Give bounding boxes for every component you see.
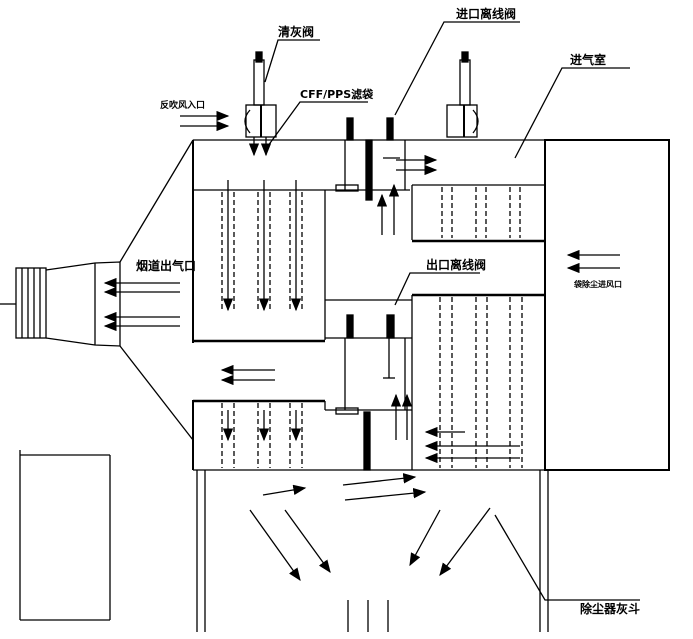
leader-lines: [264, 21, 640, 601]
label-flue-outlet: 烟道出气口: [136, 258, 196, 273]
label-cleaning-valve: 清灰阀: [278, 24, 314, 39]
label-reverse-air-inlet: 反吹风入口: [160, 99, 205, 111]
filter-bags: [221, 187, 523, 468]
outlet-valve-actuator-left: [346, 314, 354, 339]
dust-hopper: [196, 470, 549, 632]
label-dust-hopper: 除尘器灰斗: [580, 601, 640, 616]
label-outlet-offline-valve: 出口离线阀: [426, 257, 486, 272]
auxiliary-frame: [19, 450, 111, 621]
inlet-offline-valve-actuator: [346, 117, 354, 141]
outlet-offline-valve: [386, 314, 395, 339]
cleaning-valve: [244, 51, 277, 138]
inlet-side-valve: [446, 51, 479, 138]
label-inlet-chamber: 进气室: [570, 52, 606, 67]
label-inlet-offline-valve: 进口离线阀: [456, 6, 516, 21]
flue-outlet-duct: [0, 139, 194, 441]
flow-arrows: [103, 110, 620, 582]
label-filter-bag: CFF/PPS滤袋: [300, 87, 374, 101]
housing: [192, 139, 670, 471]
label-baghouse-inlet: 袋除尘进风口: [573, 279, 622, 289]
inlet-offline-valve: [386, 117, 394, 141]
